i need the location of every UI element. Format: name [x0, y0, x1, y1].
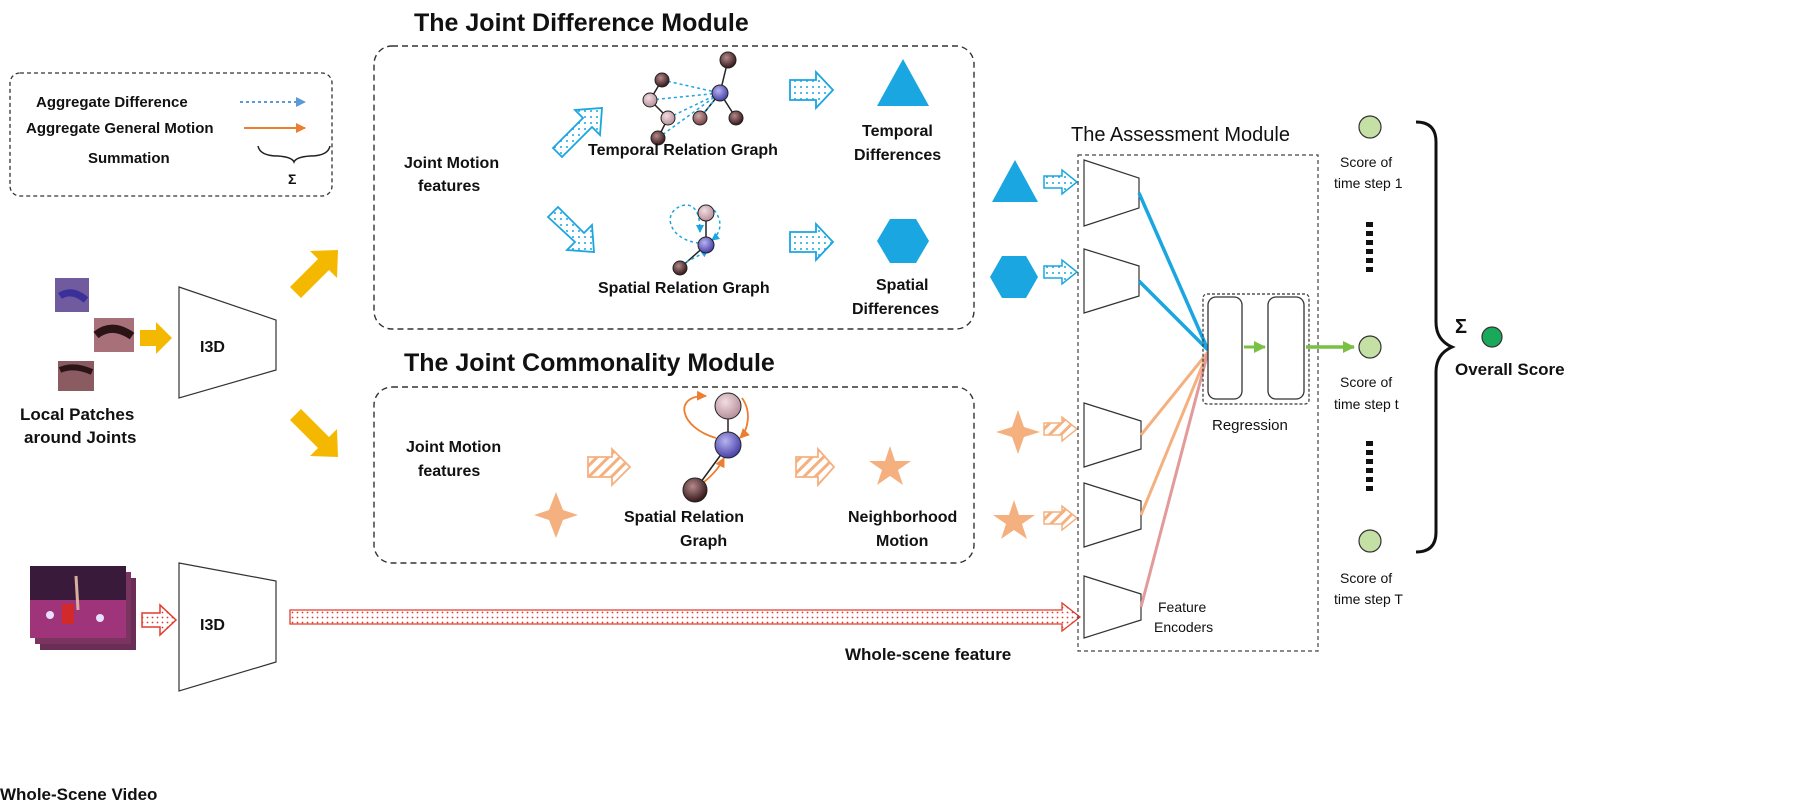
- difference-joint-motion-line2: features: [418, 178, 480, 195]
- difference-module-box: [373, 45, 975, 330]
- legend-aggregate-general-motion-label: Aggregate General Motion: [26, 120, 214, 137]
- legend: Aggregate Difference Aggregate General M…: [9, 72, 333, 197]
- feature-triangle-icon: [992, 160, 1038, 202]
- whole-scene-feature-label: Whole-scene feature: [845, 645, 1011, 664]
- commonality-graph-label-line1: Spatial Relation: [624, 509, 744, 526]
- score-step1-line2: time step 1: [1334, 175, 1403, 191]
- score-stept-line1: Score of: [1340, 374, 1392, 390]
- four-point-star-icon: [534, 492, 578, 538]
- whole-scene-feature-arrow: [289, 601, 1082, 633]
- overall-score-label: Overall Score: [1455, 360, 1565, 379]
- regression-label: Regression: [1212, 417, 1288, 434]
- feature-arrow-triangle: [1043, 168, 1079, 196]
- encoder-5: [1083, 575, 1142, 639]
- yellow-arrow-to-i3d: [140, 322, 172, 354]
- temporal-relation-graph: [642, 51, 744, 146]
- blue-dotted-arrow-temporal: [789, 69, 835, 111]
- feature-encoders-line1: Feature: [1158, 599, 1206, 615]
- feature-star-icon: [993, 500, 1035, 539]
- score-stepT-line2: time step T: [1334, 591, 1403, 607]
- commonality-graph-label-line2: Graph: [680, 533, 727, 550]
- connection-encoder-2: [1137, 279, 1210, 352]
- score-node-step-t: [1358, 335, 1382, 359]
- temporal-differences-line2: Differences: [854, 147, 941, 164]
- whole-scene-video-thumbnail: [30, 566, 136, 650]
- feature-encoders: [1083, 159, 1142, 639]
- score-stepT-line1: Score of: [1340, 570, 1392, 586]
- difference-module-title: The Joint Difference Module: [414, 9, 749, 37]
- summation-brace-icon: [1415, 120, 1456, 554]
- local-patches-label-line2: around Joints: [24, 428, 136, 447]
- i3d-bottom-label: I3D: [200, 617, 225, 634]
- local-patches-label-line1: Local Patches: [20, 405, 134, 424]
- blue-arrow-up-to-temporal: [551, 107, 603, 159]
- feature-hexagon-icon: [990, 256, 1038, 298]
- temporal-difference-triangle-icon: [877, 59, 929, 106]
- commonality-joint-motion-line2: features: [418, 463, 480, 480]
- encoder-4: [1083, 482, 1142, 548]
- score-node-step-1: [1358, 115, 1382, 139]
- legend-aggregate-difference-label: Aggregate Difference: [36, 94, 188, 111]
- spatial-relation-graph-label: Spatial Relation Graph: [598, 280, 770, 297]
- temporal-differences-line1: Temporal: [862, 123, 933, 140]
- feature-encoders-line2: Encoders: [1154, 619, 1213, 635]
- legend-brace-icon: [257, 145, 331, 165]
- spatial-difference-hexagon-icon: [877, 219, 929, 263]
- yellow-arrow-up: [290, 250, 338, 298]
- overall-score-node: [1481, 326, 1503, 348]
- blue-arrow-down-to-spatial: [546, 205, 595, 253]
- whole-scene-video-label: Whole-Scene Video: [0, 785, 157, 804]
- commonality-module-box: [373, 386, 975, 564]
- feature-four-point-star-icon: [996, 410, 1040, 454]
- temporal-relation-graph-label: Temporal Relation Graph: [588, 142, 778, 159]
- encoder-3: [1083, 402, 1142, 468]
- i3d-bottom-encoder: I3D: [178, 562, 277, 692]
- orange-striped-arrow-to-graph: [587, 446, 632, 488]
- red-dotted-arrow-to-i3d: [141, 603, 178, 637]
- spatial-relation-graph-commonality: [682, 390, 750, 503]
- encoder-2: [1083, 248, 1140, 314]
- ellipsis-upper: [1366, 222, 1373, 272]
- feature-arrow-star: [1043, 504, 1079, 532]
- spatial-differences-line2: Differences: [852, 301, 939, 318]
- spatial-relation-graph-difference: [669, 204, 721, 276]
- regression-layer-1: [1207, 296, 1243, 400]
- neighborhood-motion-line1: Neighborhood: [848, 509, 957, 526]
- commonality-joint-motion-line1: Joint Motion: [406, 439, 501, 456]
- regression-layer-2: [1267, 296, 1305, 400]
- assessment-module-title: The Assessment Module: [1071, 124, 1290, 146]
- score-step1-line1: Score of: [1340, 154, 1392, 170]
- legend-summation-label: Summation: [88, 150, 170, 167]
- connection-encoder-4: [1139, 351, 1210, 516]
- encoder-1: [1083, 159, 1140, 227]
- overall-sigma: Σ: [1455, 316, 1467, 338]
- feature-arrow-four-point-star: [1043, 415, 1079, 443]
- score-stept-line2: time step t: [1334, 396, 1399, 412]
- connection-encoder-3: [1139, 351, 1210, 436]
- orange-striped-arrow-to-neighborhood: [795, 446, 836, 488]
- i3d-top-label: I3D: [200, 339, 225, 356]
- legend-box: [9, 72, 333, 197]
- assessment-module-box: [1077, 154, 1319, 652]
- spatial-differences-line1: Spatial: [876, 277, 928, 294]
- local-patches: [55, 278, 135, 391]
- legend-sigma: Σ: [288, 171, 296, 187]
- yellow-arrow-down: [290, 409, 338, 457]
- connection-encoder-5: [1139, 351, 1210, 608]
- ellipsis-lower: [1366, 441, 1373, 491]
- regression-block: [1202, 293, 1310, 405]
- regression-outer-box: [1202, 293, 1310, 405]
- difference-joint-motion-line1: Joint Motion: [404, 155, 499, 172]
- feature-arrow-hexagon: [1043, 258, 1079, 286]
- connection-encoder-1: [1137, 192, 1210, 351]
- blue-dotted-arrow-spatial: [789, 221, 835, 263]
- i3d-top-encoder: I3D: [178, 286, 277, 399]
- neighborhood-star-icon: [869, 446, 911, 485]
- neighborhood-motion-line2: Motion: [876, 533, 928, 550]
- commonality-module-title: The Joint Commonality Module: [404, 349, 775, 377]
- score-node-step-T: [1358, 529, 1382, 553]
